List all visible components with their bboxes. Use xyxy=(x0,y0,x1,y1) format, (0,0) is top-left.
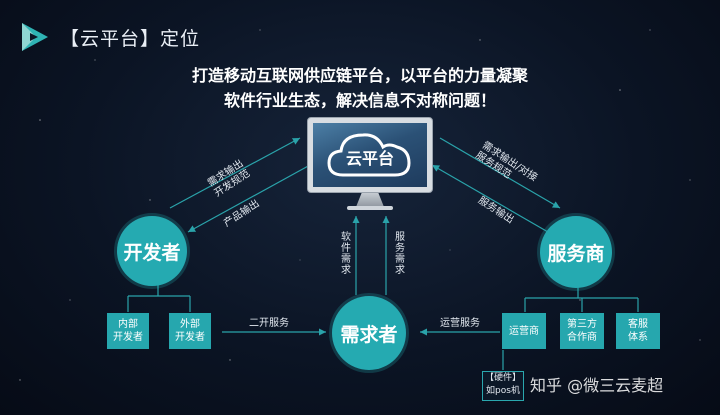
arrow-provider-to-platform xyxy=(431,164,549,233)
label-software-demand: 软件需求 xyxy=(341,232,351,276)
developer-node: 开发者 xyxy=(117,216,187,286)
label-secondary-dev-service: 二开服务 xyxy=(249,318,289,329)
arrow-dev-to-platform xyxy=(169,137,301,209)
platform-label: 云平台 xyxy=(345,149,394,168)
external-developer-box: 外部 开发者 xyxy=(169,313,211,349)
hardware-box: 【硬件】 如pos机 xyxy=(482,371,524,401)
operator-box: 运营商 xyxy=(502,313,546,349)
header: 【云平台】定位 xyxy=(18,20,200,54)
cloud-icon xyxy=(327,133,411,177)
play-logo-icon xyxy=(22,23,48,51)
cloud-platform-monitor: 云平台 xyxy=(307,117,433,211)
internal-developer-box: 内部 开发者 xyxy=(107,313,149,349)
customer-service-box: 客服 体系 xyxy=(616,313,660,349)
page-title: 【云平台】定位 xyxy=(60,27,201,50)
arrow-platform-to-provider xyxy=(439,137,561,209)
label-service-demand: 服务需求 xyxy=(395,232,405,276)
arrow-platform-to-dev xyxy=(187,164,311,233)
label-operation-service: 运营服务 xyxy=(440,318,480,329)
watermark: 知乎 @微三云麦超 xyxy=(530,376,664,395)
provider-node: 服务商 xyxy=(540,216,612,288)
tagline-line-1: 打造移动互联网供应链平台，以平台的力量凝聚 xyxy=(191,66,528,85)
demander-node: 需求者 xyxy=(332,296,406,370)
third-party-partner-box: 第三方 合作商 xyxy=(560,313,604,349)
monitor-screen: 云平台 xyxy=(307,117,433,193)
tagline: 打造移动互联网供应链平台，以平台的力量凝聚 软件行业生态，解决信息不对称问题！ xyxy=(0,63,720,113)
tagline-line-2: 软件行业生态，解决信息不对称问题！ xyxy=(223,91,496,110)
